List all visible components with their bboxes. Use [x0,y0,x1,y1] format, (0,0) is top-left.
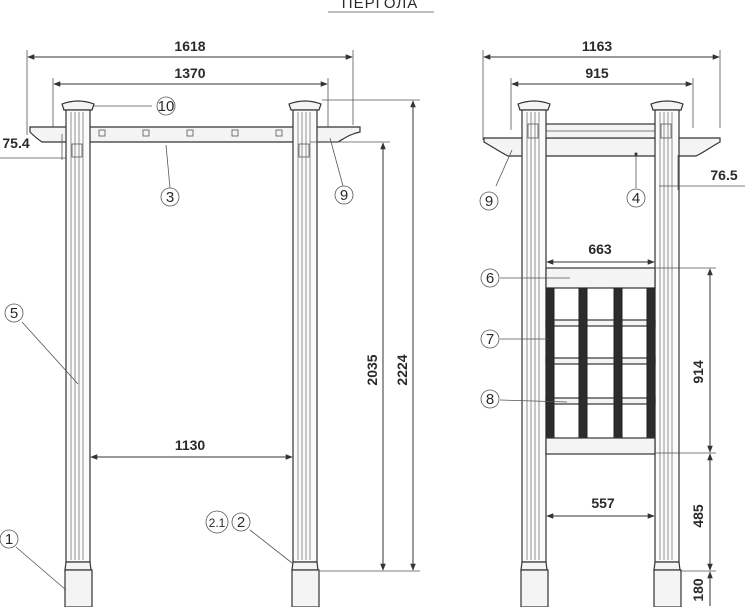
post-cap [288,100,322,111]
callout-circle [480,389,500,409]
side-callout-9: 9 [485,193,493,210]
trellis-bar [545,287,555,439]
dim-height-total: 2224 [394,354,410,385]
trellis-bottom-rail [545,437,656,455]
side-post-foot-left [520,569,549,607]
post-base-left [64,561,92,571]
beam-hole [231,129,239,137]
dim-side-beam-width: 915 [585,65,609,81]
callout-circle [0,529,19,549]
callout-circle [156,96,176,116]
dim-trellis-span: 557 [591,495,615,511]
trellis-bar [578,287,588,439]
post-slot [660,123,672,139]
side-callout-4: 4 [632,190,640,207]
side-cross-beam [483,137,721,157]
callout-circle [480,268,500,288]
callout-circle [626,188,646,208]
dim-side-overhang: 76.5 [710,167,737,183]
callout-3: 3 [166,189,174,206]
callout-9: 9 [340,187,348,204]
dim-trellis-height: 914 [690,360,706,384]
callout-5: 5 [10,305,18,322]
dim-overall-width: 1618 [174,38,205,54]
dim-trellis-width: 663 [588,241,612,257]
post-slot [527,123,539,139]
post-base-right [291,561,319,571]
drawing-title: ПЕРГОЛА [342,0,418,12]
callout-circle [480,329,500,349]
trellis-slat [545,319,656,327]
post-cap [517,100,551,111]
beam-hole [98,129,106,137]
dim-beam-width: 1370 [174,65,205,81]
front-view: 1618 1370 75.4 [0,38,420,607]
callout-1: 1 [5,531,13,548]
side-post-left [521,109,547,563]
side-callout-8: 8 [486,391,494,408]
dim-base-height: 180 [690,578,706,602]
callout-circle [334,185,354,205]
callout-circle [231,512,251,532]
post-slot [298,143,310,158]
post-foot-left [64,569,93,607]
trellis-bar [646,287,656,439]
callout-circle [4,303,24,323]
rail-screw [634,152,638,156]
callout-2-1: 2.1 [209,516,226,530]
side-callout-7: 7 [486,331,494,348]
dim-lower-height: 485 [690,504,706,528]
side-post-right [654,109,680,563]
callout-2: 2 [237,514,245,531]
post-left [65,109,91,563]
post-right [292,109,318,563]
beam-hole [142,129,150,137]
side-callout-6: 6 [486,270,494,287]
callout-circle [160,187,180,207]
trellis-bar [613,287,623,439]
dim-overhang: 75.4 [2,135,29,151]
post-foot-right [291,569,320,607]
callout-circle [205,510,229,534]
callout-circle [479,191,499,211]
dim-height-beam: 2035 [364,354,380,385]
post-cap [650,100,684,111]
trellis-slat [545,357,656,365]
side-view: 1163 915 76.5 [479,38,745,607]
dim-side-overall-width: 1163 [582,38,613,54]
beam-hole [275,129,283,137]
post-slot [71,143,83,158]
callout-10: 10 [158,98,175,115]
trellis-slat [545,397,656,405]
beam-hole [186,129,194,137]
dim-inner-span: 1130 [175,437,206,453]
side-post-foot-right [653,569,682,607]
post-cap [61,100,95,111]
